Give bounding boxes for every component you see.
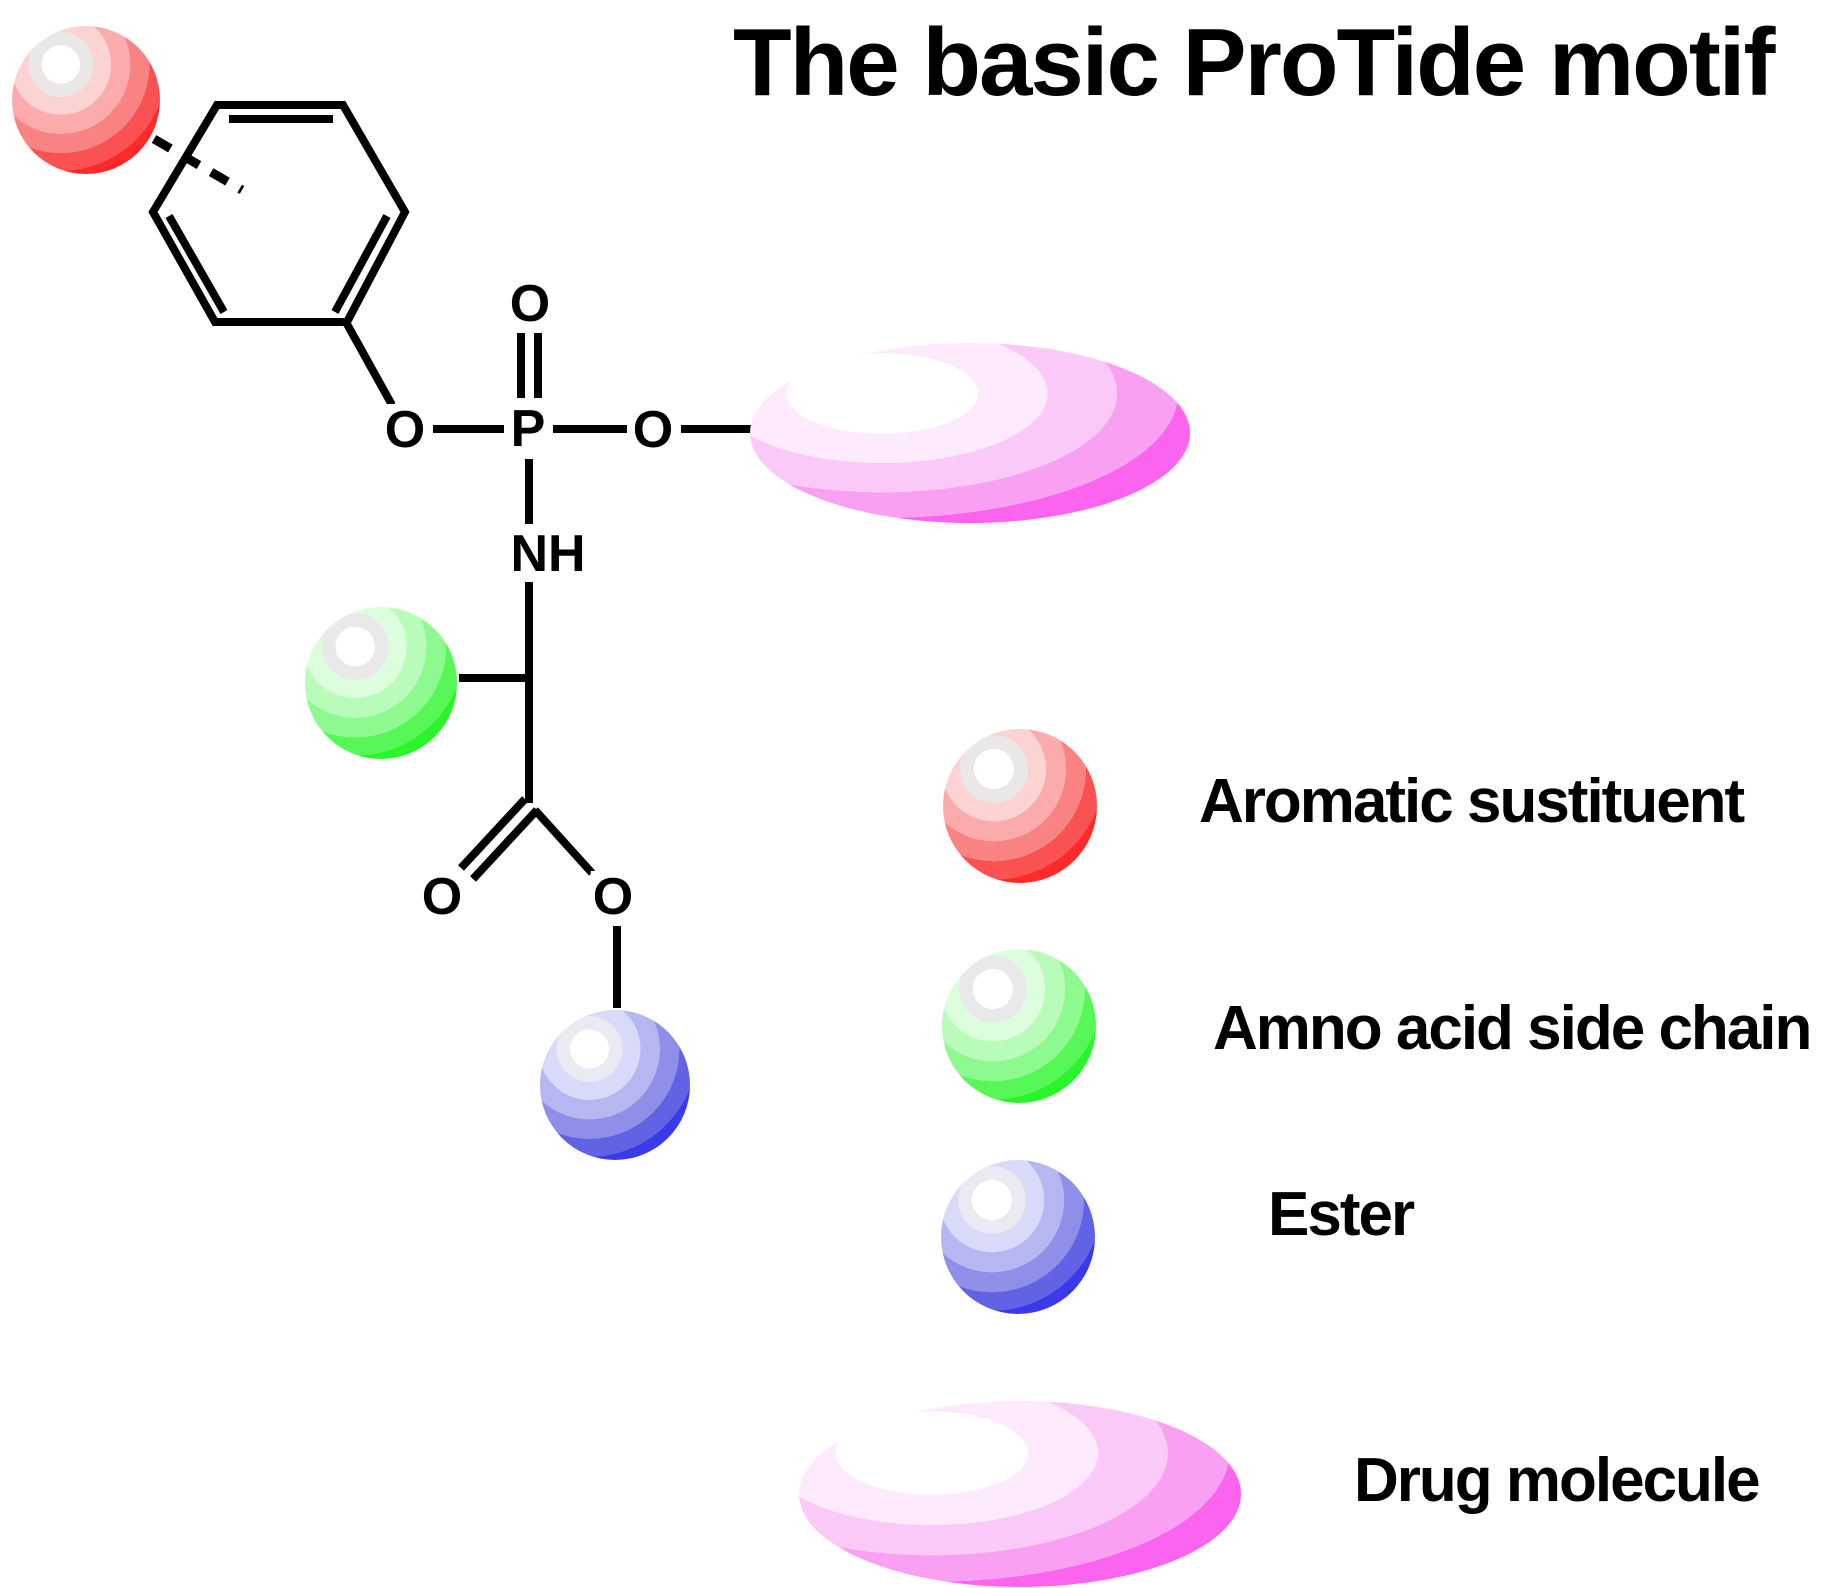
aromatic-substituent-sphere [12,26,160,174]
benzene-double-bond-right [331,214,391,314]
atom-phosphorus: P [508,400,548,458]
drug-molecule-blob [750,343,1190,523]
legend-label-side-chain: Amno acid side chain [1213,994,1812,1063]
atom-phenyl-oxygen: O [382,401,428,459]
bond-c-double-o-1 [458,796,528,871]
atom-amide-nh: NH [508,525,588,583]
side-chain-sphere [305,607,457,759]
bond-c-double-o-2 [470,807,540,882]
dashed-bond-aromatic [151,135,245,194]
legend-side-chain-sphere [942,949,1096,1103]
bond-c-o-ester [532,807,595,876]
legend-label-ester: Ester [1268,1180,1415,1249]
atom-drug-oxygen: O [630,401,676,459]
benzene-double-bond-left [165,214,228,314]
legend-drug-blob [799,1401,1241,1587]
page-title: The basic ProTide motif [733,9,1775,116]
benzene-ring [148,101,410,326]
legend-label-aromatic: Aromatic sustituent [1199,767,1745,836]
bond-ring-o [343,322,396,407]
atom-carbonyl-oxygen: O [419,868,465,926]
legend-aromatic-sphere [943,729,1097,883]
atom-phosphoryl-oxygen: O [507,275,553,333]
atom-ester-oxygen: O [590,868,636,926]
ester-sphere [540,1010,690,1160]
legend-label-drug: Drug molecule [1354,1446,1761,1515]
legend-ester-sphere [941,1160,1095,1314]
